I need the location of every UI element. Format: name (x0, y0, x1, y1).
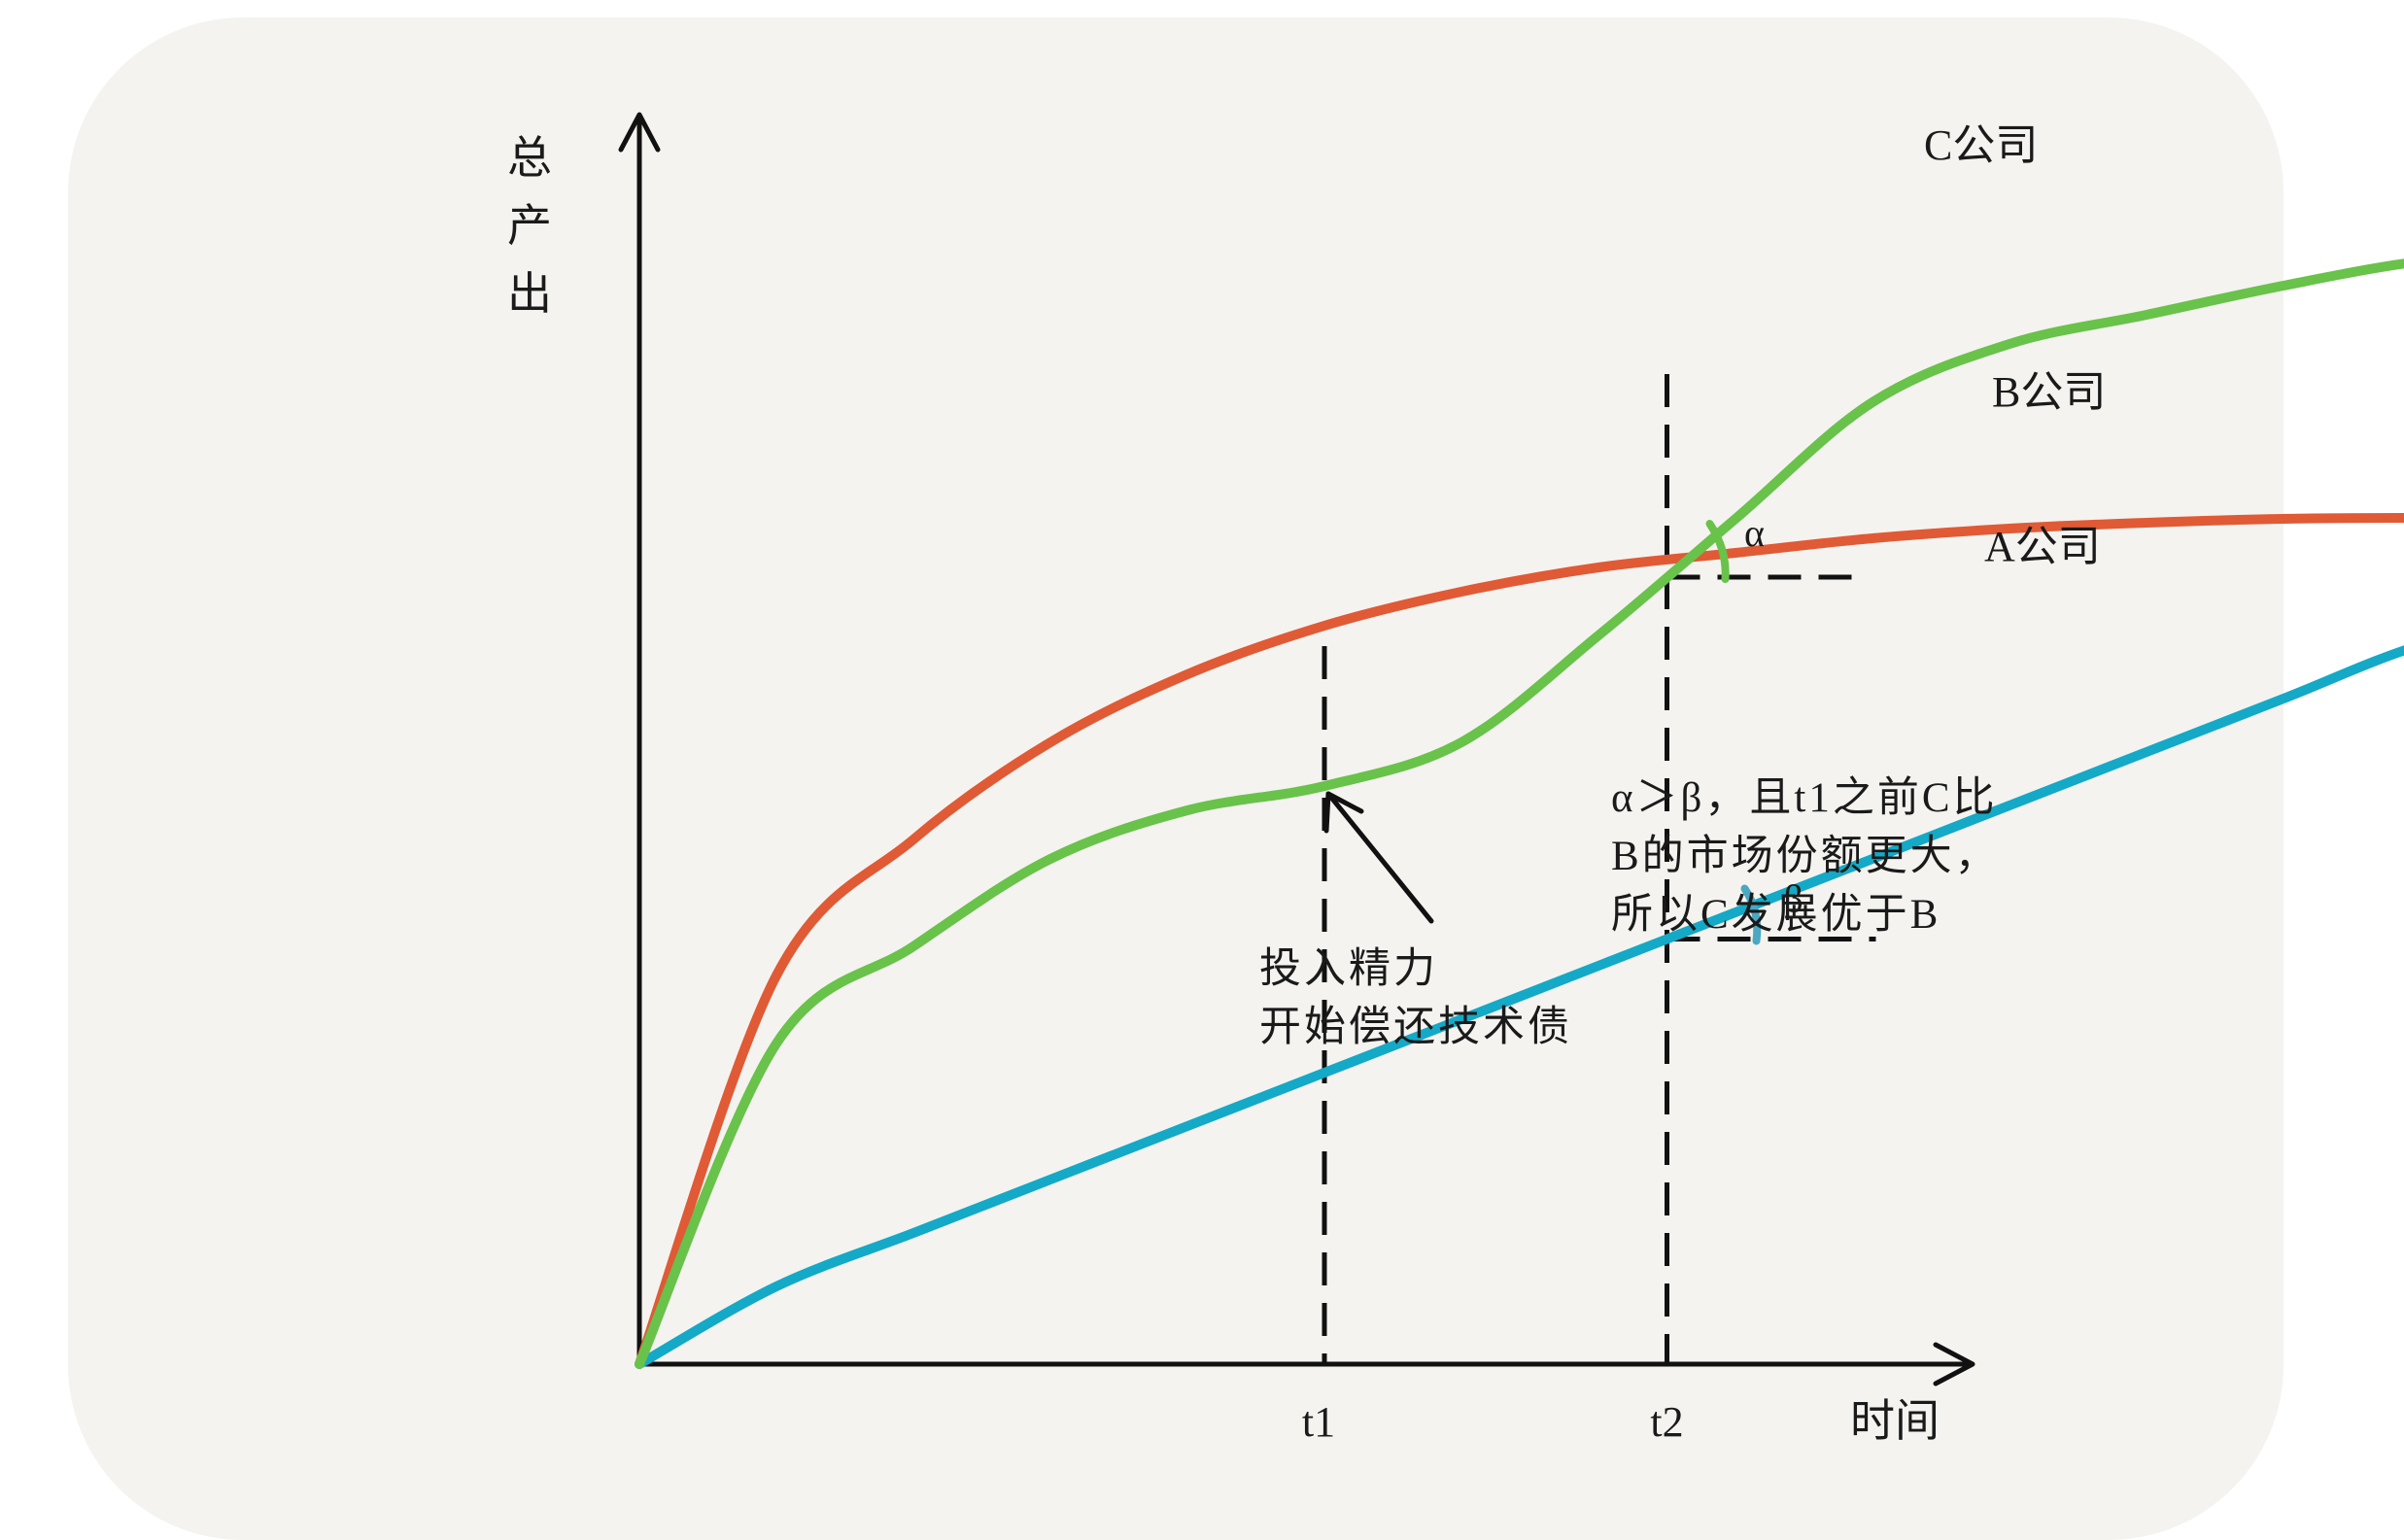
tick-label-t2: t2 (1650, 1398, 1683, 1446)
y-axis-label-char-2: 出 (507, 269, 552, 319)
conclusion-line-1: α＞β，且t1之前C比 (1611, 775, 1998, 821)
conclusion-line-2: B的市场份额更大， (1611, 834, 2000, 879)
y-axis-label-char-1: 产 (507, 201, 552, 251)
beta-label: β (1783, 877, 1803, 921)
series-label-2: C公司 (1924, 121, 2038, 169)
tick-label-t1: t1 (1302, 1398, 1335, 1446)
series-line-2 (635, 258, 2404, 1369)
series-line-1 (635, 645, 2404, 1369)
alpha-label: α (1744, 511, 1765, 555)
conclusion-annotation: α＞β，且t1之前C比 B的市场份额更大， 所以C发展优于B (1611, 770, 2000, 944)
chart-background-panel (68, 17, 2284, 1540)
t1-annotation-line-1: 投入精力 (1259, 946, 1438, 992)
alpha-angle-arc (1705, 520, 1730, 583)
x-axis-label: 时间 (1850, 1396, 1940, 1446)
y-axis-label-char-0: 总 (507, 133, 552, 183)
y-axis-arrowhead (618, 112, 661, 153)
series-line-0 (635, 513, 2404, 1369)
annotation-arrow-head (1323, 791, 1364, 834)
beta-angle-arc (1740, 884, 1762, 945)
conclusion-line-3: 所以C发展优于B (1611, 892, 1941, 938)
series-label-0: A公司 (1984, 523, 2101, 570)
t1-annotation-line-2: 开始偿还技术债 (1259, 1005, 1572, 1050)
series-label-1: B公司 (1992, 368, 2106, 416)
x-axis-arrowhead (1933, 1342, 1975, 1386)
annotation-arrow-shaft (1325, 791, 1434, 924)
t1-annotation: 投入精力 开始偿还技术债 (1259, 941, 1572, 1057)
